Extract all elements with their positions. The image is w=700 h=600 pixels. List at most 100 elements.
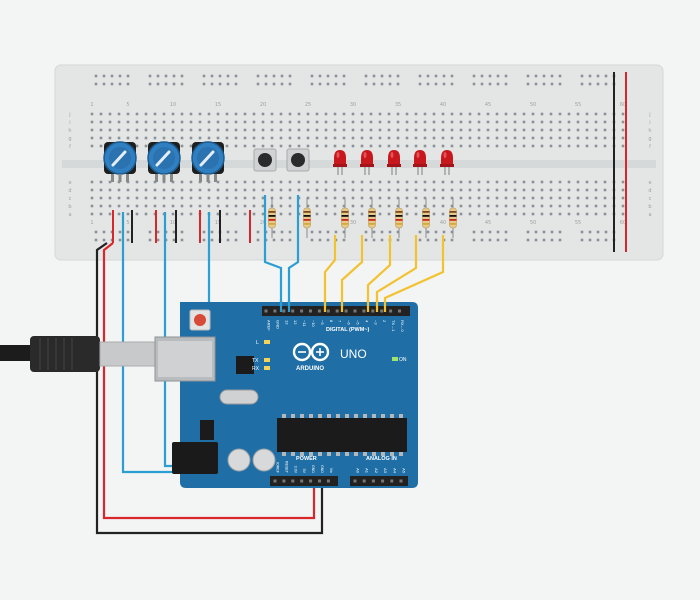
digital-pin[interactable] [371, 309, 375, 313]
rail-hole [426, 238, 430, 242]
digital-pin[interactable] [380, 309, 384, 313]
power-pin[interactable] [282, 479, 286, 483]
analog-pin[interactable] [353, 479, 357, 483]
digital-pin-label: ~9 [320, 320, 325, 325]
rail-hole [326, 82, 330, 86]
digital-pin[interactable] [389, 309, 393, 313]
pushbutton[interactable] [253, 148, 277, 172]
breadboard-hole [108, 136, 112, 140]
breadboard-hole [171, 204, 175, 208]
rail-hole [310, 230, 314, 234]
row-letter: h [68, 128, 71, 134]
breadboard-hole [279, 136, 283, 140]
breadboard-hole [378, 136, 382, 140]
rail-hole [218, 74, 222, 78]
breadboard-hole [396, 196, 400, 200]
breadboard-hole [585, 204, 589, 208]
breadboard-hole [468, 120, 472, 124]
breadboard-hole [558, 180, 562, 184]
breadboard-hole [135, 188, 139, 192]
digital-pin[interactable] [309, 309, 312, 313]
digital-pin[interactable] [273, 309, 277, 313]
breadboard-hole [468, 196, 472, 200]
digital-pin[interactable] [317, 309, 321, 313]
rail-hole [318, 230, 322, 234]
digital-pin[interactable] [335, 309, 339, 313]
rail-hole [234, 74, 238, 78]
digital-pin[interactable] [264, 309, 268, 313]
breadboard-hole [558, 136, 562, 140]
power-pin[interactable] [291, 479, 295, 483]
digital-pin[interactable] [326, 309, 330, 313]
digital-pin[interactable] [291, 309, 295, 313]
breadboard-hole [117, 196, 121, 200]
rail-hole [102, 74, 106, 78]
breadboard-hole [117, 128, 121, 132]
breadboard-hole [270, 112, 274, 116]
power-pin[interactable] [318, 479, 321, 483]
breadboard-hole [522, 120, 526, 124]
potentiometer[interactable] [103, 141, 137, 182]
breadboard-hole [585, 112, 589, 116]
rail-hole [318, 82, 322, 86]
digital-header-label: DIGITAL (PWM~) [326, 327, 370, 333]
potentiometer-knob[interactable] [111, 150, 127, 167]
rail-hole [596, 230, 600, 234]
potentiometer-knob[interactable] [155, 150, 171, 167]
power-pin-label: RESET [284, 461, 288, 474]
pushbutton-cap[interactable] [291, 153, 305, 167]
analog-pin[interactable] [371, 479, 375, 483]
digital-pin[interactable] [398, 309, 401, 313]
breadboard-hole [315, 136, 319, 140]
breadboard-hole [288, 136, 292, 140]
breadboard-hole [396, 128, 400, 132]
pushbutton[interactable] [286, 148, 310, 172]
power-pin[interactable] [309, 479, 313, 483]
breadboard-hole [504, 144, 508, 148]
digital-pin[interactable] [282, 309, 286, 313]
breadboard-hole [495, 112, 499, 116]
digital-pin[interactable] [353, 309, 357, 313]
breadboard-hole [621, 212, 625, 216]
breadboard-hole [261, 204, 265, 208]
column-number-bottom: 60 [620, 220, 626, 226]
breadboard-hole [441, 112, 445, 116]
analog-pin[interactable] [381, 479, 385, 483]
breadboard-hole [450, 180, 454, 184]
analog-pin[interactable] [390, 479, 394, 483]
analog-pin[interactable] [399, 479, 403, 483]
breadboard-hole [252, 136, 256, 140]
breadboard-hole [477, 188, 481, 192]
rail-hole [94, 230, 98, 234]
breadboard-hole [108, 188, 112, 192]
digital-pin[interactable] [344, 309, 348, 313]
power-pin[interactable] [300, 479, 304, 483]
rail-hole [126, 74, 130, 78]
breadboard-hole [126, 128, 130, 132]
breadboard-hole [216, 180, 220, 184]
potentiometer[interactable] [147, 141, 181, 182]
digital-pin[interactable] [300, 309, 304, 313]
onboard-led-rx-label: RX [252, 366, 260, 372]
potentiometer-knob[interactable] [199, 150, 215, 167]
potentiometer[interactable] [191, 141, 225, 182]
breadboard-hole [549, 128, 553, 132]
rail-hole [588, 230, 592, 234]
power-pin[interactable] [326, 479, 330, 483]
wire-black-ground [95, 242, 324, 535]
breadboard-hole [351, 128, 355, 132]
analog-pin[interactable] [362, 479, 366, 483]
power-pin[interactable] [273, 479, 277, 483]
breadboard-hole [558, 128, 562, 132]
reset-button-cap[interactable] [194, 314, 206, 326]
red-led [440, 150, 454, 175]
breadboard-hole [351, 112, 355, 116]
rail-hole [364, 238, 368, 242]
digital-pin[interactable] [362, 309, 366, 313]
pushbutton-cap[interactable] [258, 153, 272, 167]
breadboard-hole [180, 136, 184, 140]
rail-hole [226, 74, 230, 78]
breadboard-hole [288, 120, 292, 124]
row-letter: i [69, 120, 70, 126]
breadboard-hole [378, 196, 382, 200]
